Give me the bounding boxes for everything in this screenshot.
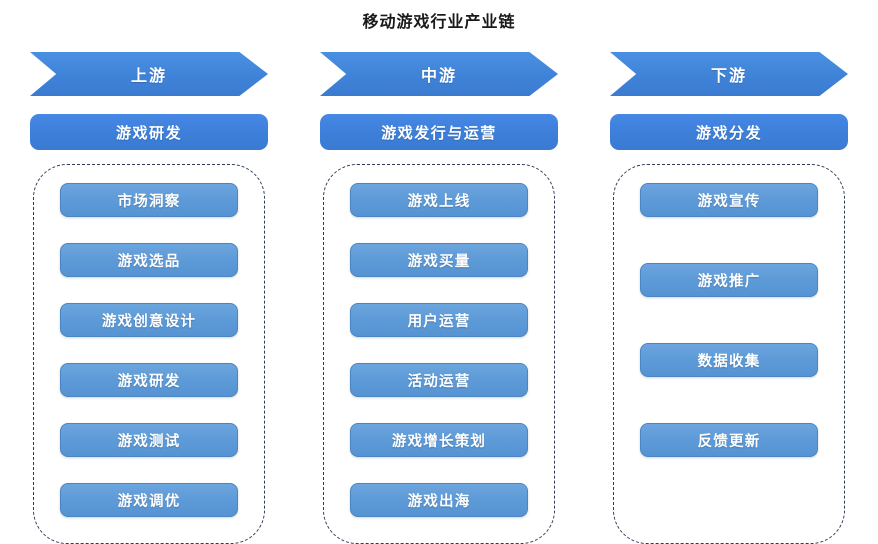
stage-bar-downstream[interactable]: 游戏分发 [610,114,848,150]
stage-label-downstream: 游戏分发 [695,124,762,142]
chain-column-upstream: 上游 游戏研发 市场洞察 游戏选品 游戏创意设计 游戏研发 游戏测试 游戏调优 [17,52,282,544]
list-item[interactable]: 游戏推广 [640,263,818,297]
list-item[interactable]: 游戏选品 [60,243,238,277]
list-item[interactable]: 数据收集 [640,343,818,377]
list-item[interactable]: 游戏研发 [60,363,238,397]
chain-column-downstream: 下游 游戏分发 游戏宣传 游戏推广 数据收集 反馈更新 [597,52,862,544]
list-item[interactable]: 游戏调优 [60,483,238,517]
stage-label-upstream: 游戏研发 [115,124,182,142]
list-item[interactable]: 游戏增长策划 [350,423,528,457]
dashed-container-downstream: 游戏宣传 游戏推广 数据收集 反馈更新 [613,164,845,544]
list-item[interactable]: 用户运营 [350,303,528,337]
dashed-container-upstream: 市场洞察 游戏选品 游戏创意设计 游戏研发 游戏测试 游戏调优 [33,164,265,544]
list-item[interactable]: 反馈更新 [640,423,818,457]
chevron-label-downstream: 下游 [710,68,747,85]
dashed-container-midstream: 游戏上线 游戏买量 用户运营 活动运营 游戏增长策划 游戏出海 [323,164,555,544]
stage-label-midstream: 游戏发行与运营 [381,124,497,142]
list-item[interactable]: 市场洞察 [60,183,238,217]
list-item[interactable]: 活动运营 [350,363,528,397]
chevron-label-midstream: 中游 [420,68,457,85]
stage-bar-upstream[interactable]: 游戏研发 [30,114,268,150]
list-item[interactable]: 游戏宣传 [640,183,818,217]
chevron-label-upstream: 上游 [130,68,167,85]
list-item[interactable]: 游戏出海 [350,483,528,517]
chevron-arrow-upstream: 上游 [30,52,268,96]
list-item[interactable]: 游戏买量 [350,243,528,277]
value-chain-diagram: 上游 游戏研发 市场洞察 游戏选品 游戏创意设计 游戏研发 游戏测试 游戏调优 … [0,52,878,544]
chain-column-midstream: 中游 游戏发行与运营 游戏上线 游戏买量 用户运营 活动运营 游戏增长策划 游戏… [307,52,572,544]
chevron-arrow-downstream: 下游 [610,52,848,96]
page-title: 移动游戏行业产业链 [362,14,516,31]
list-item[interactable]: 游戏创意设计 [60,303,238,337]
stage-bar-midstream[interactable]: 游戏发行与运营 [320,114,558,150]
chevron-arrow-midstream: 中游 [320,52,558,96]
list-item[interactable]: 游戏上线 [350,183,528,217]
list-item[interactable]: 游戏测试 [60,423,238,457]
